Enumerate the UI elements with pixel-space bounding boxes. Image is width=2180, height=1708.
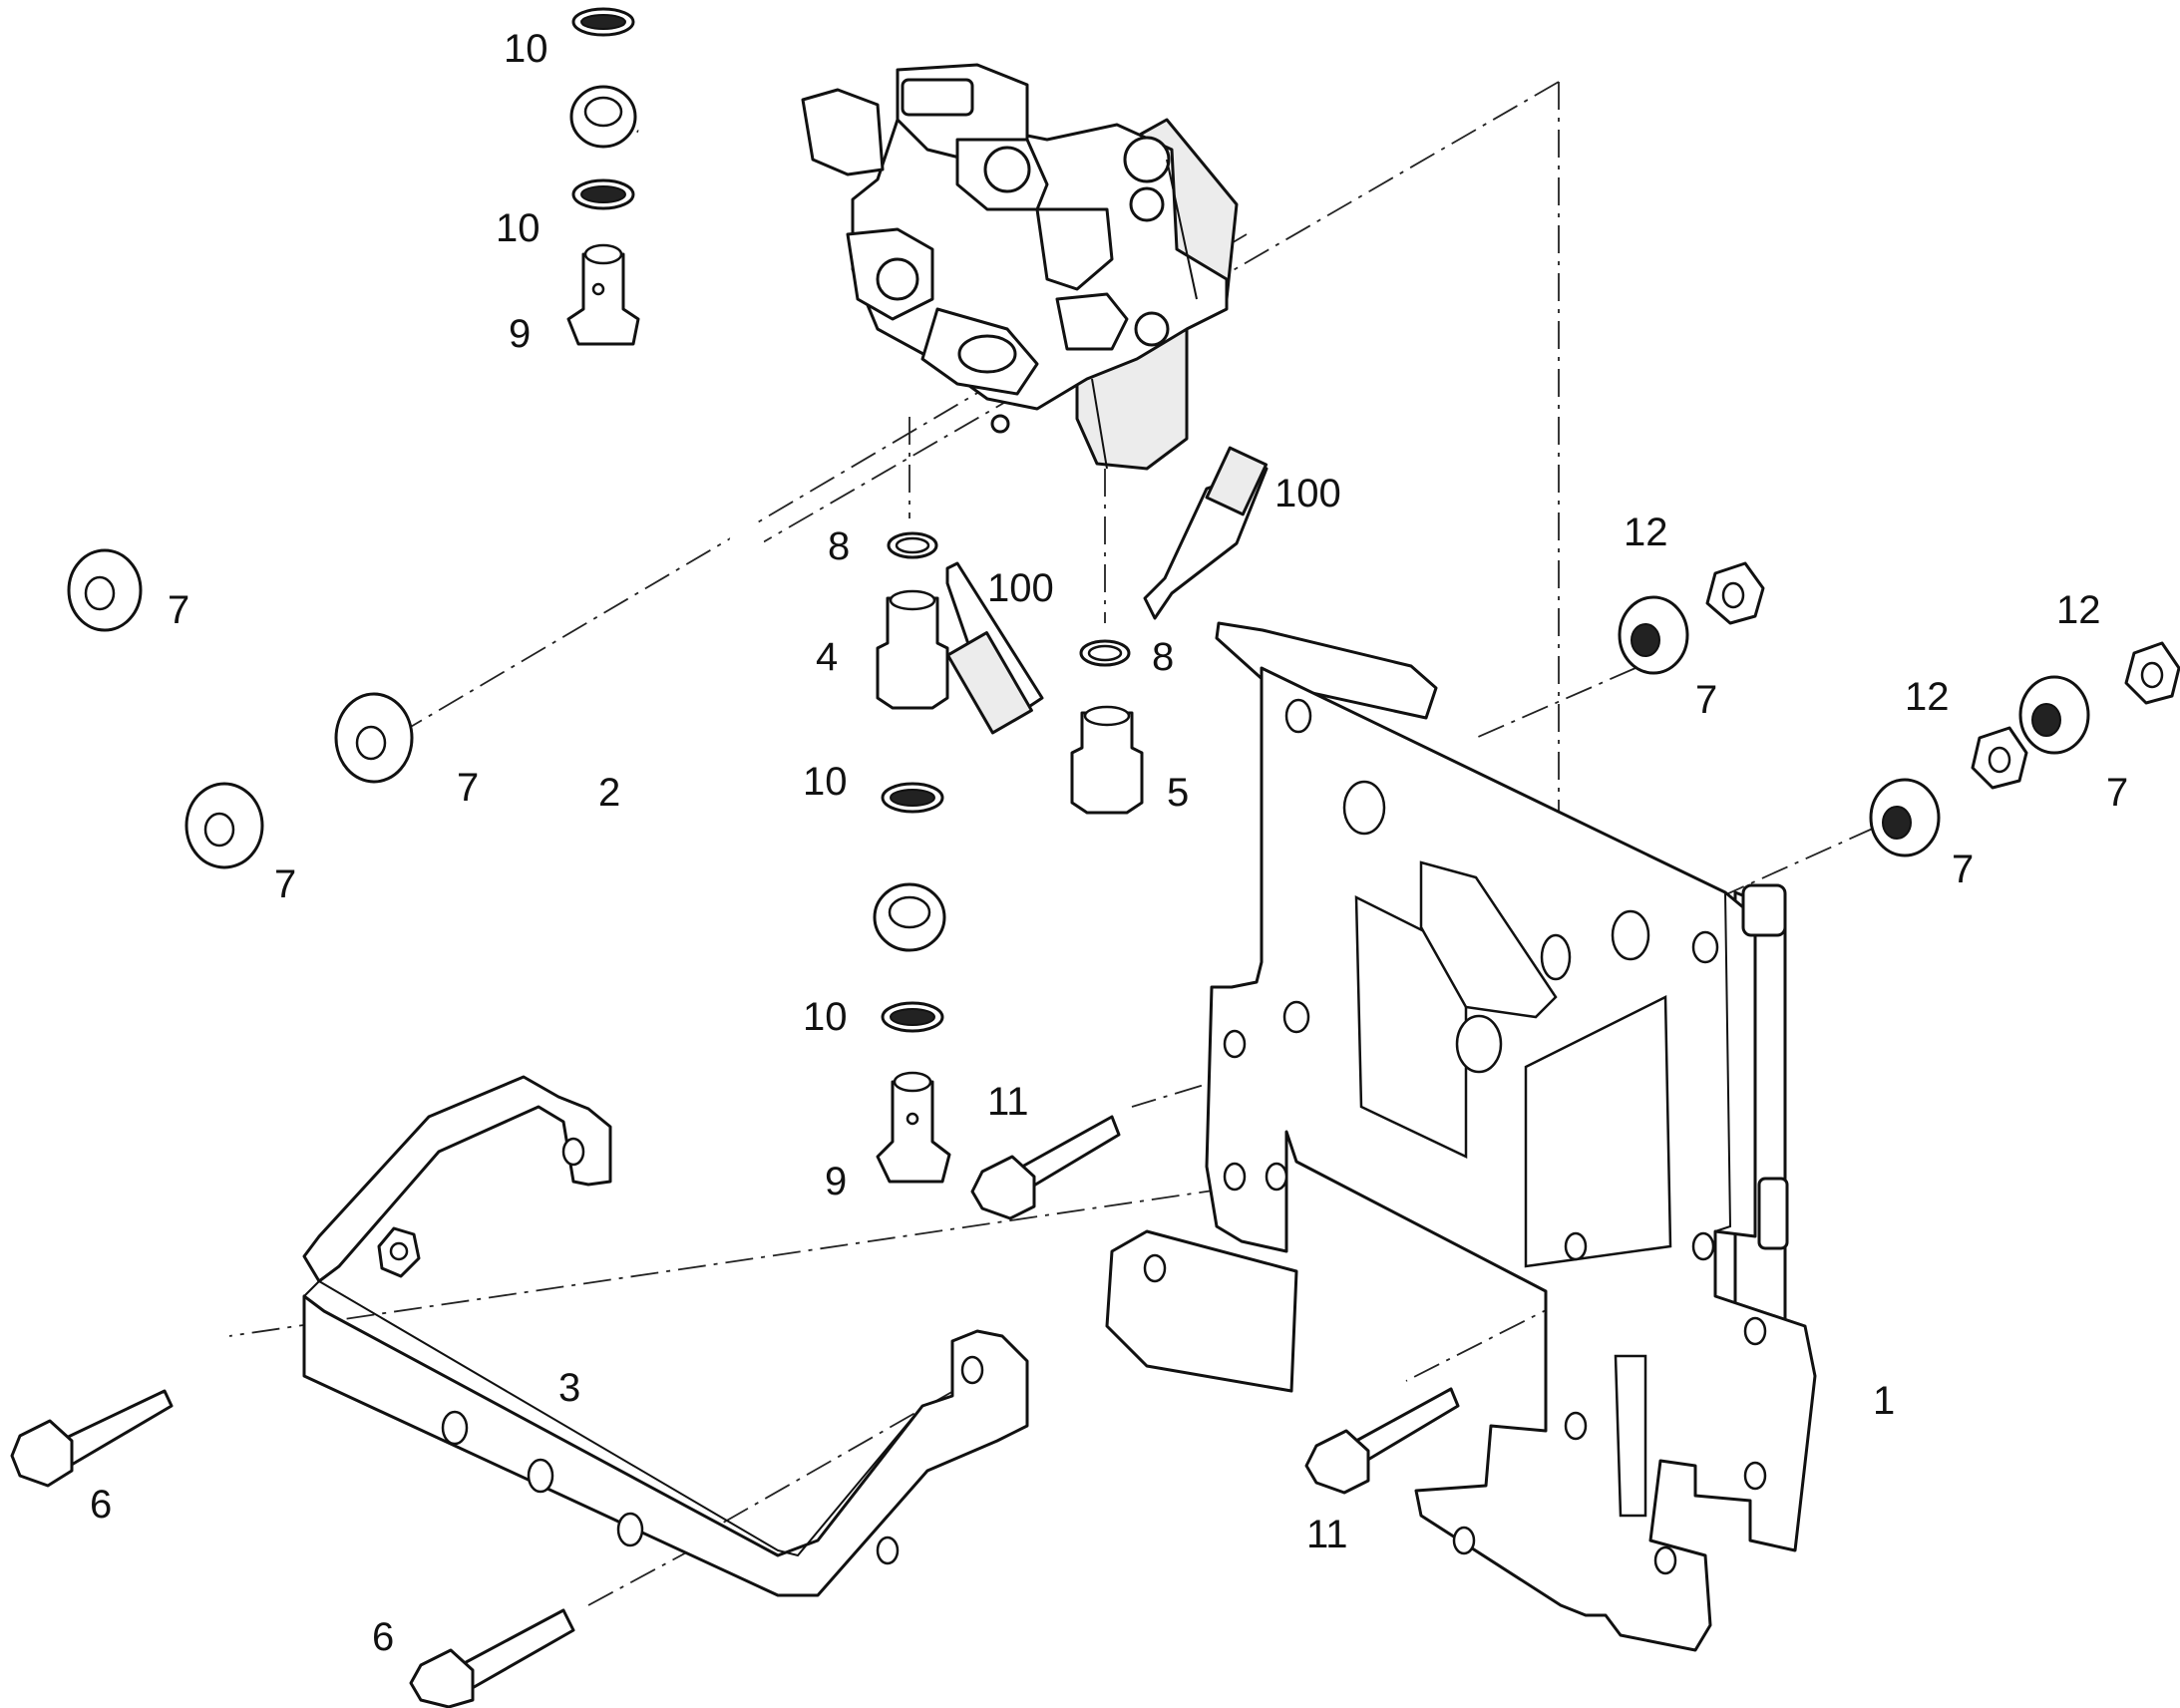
- callout-label: 7: [2106, 771, 2128, 815]
- callout-label: 10: [803, 760, 848, 804]
- o-rings-part-8: [887, 531, 1131, 667]
- callout-label: 9: [825, 1160, 847, 1203]
- banjo-bolts-part-9: [566, 243, 951, 1184]
- callout-label: 7: [1952, 848, 1974, 891]
- bolts-part-6: [10, 1389, 575, 1708]
- mounting-bracket-part-1: [1105, 621, 1817, 1652]
- callout-label: 7: [274, 862, 296, 906]
- callout-label: 1: [1873, 1379, 1895, 1423]
- nuts-part-12: [1705, 561, 2180, 790]
- fitting-part-4: [876, 589, 949, 710]
- callout-label: 7: [1695, 678, 1717, 722]
- callout-label: 4: [816, 635, 838, 679]
- callout-label: 11: [1306, 1513, 1348, 1556]
- callout-label: 12: [1624, 511, 1668, 554]
- callout-label: 100: [1274, 472, 1341, 515]
- callout-label: 10: [504, 27, 548, 71]
- callout-labels: 10 10 9 7 7 7 2 8 100 4 100 8 5 10 10 11…: [90, 27, 2128, 1659]
- pipe-part-2: [569, 85, 946, 952]
- callout-label: 10: [803, 995, 848, 1039]
- callout-label: 12: [2056, 588, 2101, 632]
- callout-label: 100: [987, 566, 1054, 610]
- fitting-part-5: [1070, 705, 1144, 815]
- bolts-part-11: [970, 1115, 1460, 1495]
- sealing-rings-part-10: [571, 7, 944, 1033]
- callout-label: 2: [598, 771, 620, 815]
- callout-label: 3: [558, 1366, 580, 1410]
- callout-label: 11: [987, 1080, 1029, 1124]
- valve-block-assembly: [801, 63, 1239, 471]
- rubber-mounts-part-7: [67, 548, 2090, 869]
- callout-label: 9: [509, 312, 531, 356]
- cradle-bracket-part-3: [302, 1075, 1029, 1597]
- callout-label: 6: [372, 1615, 394, 1659]
- callout-label: 5: [1167, 771, 1189, 815]
- sealant-tubes-part-100: [945, 446, 1269, 735]
- callout-label: 8: [828, 524, 850, 568]
- callout-label: 8: [1152, 635, 1174, 679]
- callout-label: 7: [168, 588, 189, 632]
- callout-label: 10: [496, 206, 541, 250]
- callout-label: 6: [90, 1483, 112, 1527]
- callout-label: 7: [457, 766, 479, 810]
- callout-label: 12: [1905, 675, 1950, 719]
